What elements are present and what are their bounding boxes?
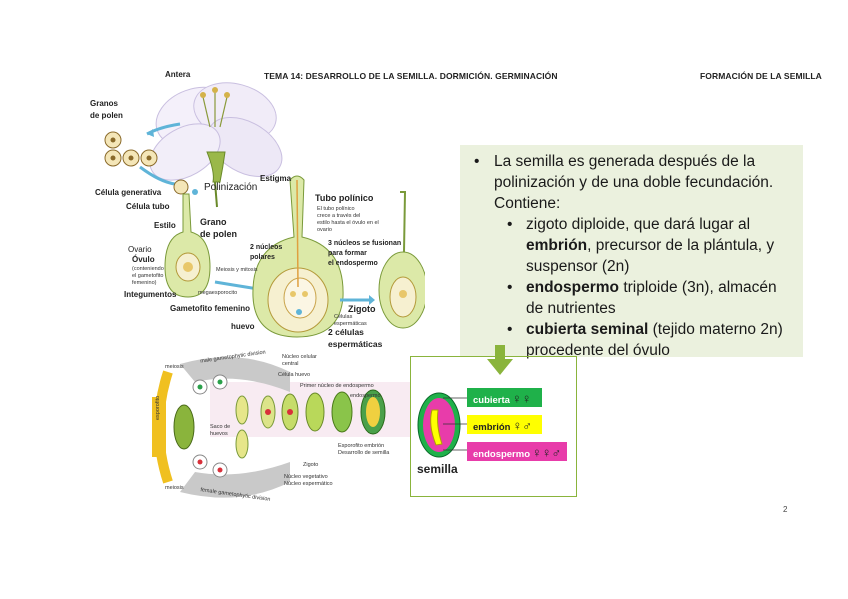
label-celula-generativa: Célula generativa [95,188,162,197]
tag-embrion: embrión♀♂ [467,415,542,434]
page-number: 2 [783,505,788,514]
label-dos-nucleos-2: polares [250,254,275,261]
list-item-zigoto: zigoto diploide, que dará lugar al embri… [502,214,795,277]
tubo-note-2: crece a través del [317,213,361,219]
nucleo-central-2: central [282,361,299,367]
flower-icon [149,82,283,208]
label-tegumentos: Integumentos [124,290,177,299]
seed-pointer-lines [443,397,467,451]
list-item-endospermo: endospermo triploide (3n), almacén de nu… [502,277,795,319]
label-ovulo: Óvulo [132,255,155,264]
ovulo-note-2: el gametofito [132,273,164,279]
seed-box [410,356,577,497]
label-zigoto: Zigoto [348,304,376,314]
ovule-icon [378,191,425,329]
tubo-note-4: ovario [317,227,332,233]
fertilization-pistil-icon [252,175,344,338]
label-gametofito: Gametofito femenino [170,304,251,313]
tag-cubierta: cubierta♀♀ [467,388,542,407]
label-celula-huevo: Célula huevo [278,372,311,378]
label-tubo-polinico: Tubo polínico [315,193,374,203]
seed-label: semilla [417,462,458,476]
esporofito-1: Esporofito embrión [338,443,385,449]
ovulo-note-1: (conteniendo [132,266,164,272]
nucleo-central-1: Núcleo celular [282,354,317,360]
label-dos-nucleos-1: 2 núcleos [250,244,283,251]
label-nucleo-espermatico: Núcleo espermático [284,481,333,487]
header-title: TEMA 14: DESARROLLO DE LA SEMILLA. DORMI… [264,71,558,81]
label-zigoto-small: Zigoto [303,462,319,468]
label-dos-celulas-1: 2 células [328,327,364,337]
label-megaesporocito: megaesporocito [198,290,238,296]
label-estigma: Estigma [260,174,292,183]
label-tres-nucleos-1: 3 núcleos se fusionan [328,240,402,247]
pollen-grains-icon [104,131,158,167]
label-dos-celulas-2: espermáticas [328,339,383,349]
label-meiosis-mitosis: Meiosis y mitosis [216,267,258,273]
label-endospermo-small: endospermo [350,393,381,399]
label-granos-2: de polen [90,111,123,120]
celulas-esp-2: espermáticas [334,321,367,327]
label-huevo: huevo [231,322,255,331]
label-tres-nucleos-2: para formar [328,250,367,257]
seed-icon [417,392,461,458]
tag-endospermo: endospermo♀♀♂ [467,442,567,461]
intro-bullet: La semilla es generada después de la pol… [470,151,795,214]
label-estilo: Estilo [154,221,176,230]
label-meiosis-bottom: meiosis [165,485,184,491]
label-primer-nucleo: Primer núcleo de endospermo [300,383,374,389]
saco-2: huevos [210,431,228,437]
label-grano-1: Grano [200,217,227,227]
label-esporofito-vert: esporofito [155,395,161,420]
life-cycle-diagram [152,357,410,498]
ovulo-note-3: femenino) [132,280,157,286]
seed-info-box: La semilla es generada después de la pol… [460,145,803,359]
pollination-illustration [104,82,425,338]
label-meiosis-top: meiosis [165,364,184,370]
list-item-cubierta: cubierta seminal (tejido materno 2n) pro… [502,319,795,361]
label-celula-tubo: Célula tubo [126,202,170,211]
celulas-esp-1: Células [334,314,353,320]
tubo-note-1: El tubo polínico [317,206,355,212]
pistil-icon [164,193,211,298]
label-tres-nucleos-3: el endospermo [328,260,378,267]
label-ovario: Ovario [128,245,152,254]
tubo-note-3: estilo hasta el óvulo en el [317,220,379,226]
label-antera: Antera [165,70,191,79]
label-polinizacion: Polinización [204,182,258,193]
label-granos-1: Granos [90,99,119,108]
header-section: FORMACIÓN DE LA SEMILLA [700,71,822,81]
down-arrow-icon [487,345,513,375]
saco-1: Saco de [210,424,231,430]
contents-list: zigoto diploide, que dará lugar al embri… [470,214,795,361]
esporofito-2: Desarrollo de semilla [338,450,390,456]
label-grano-2: de polen [200,229,238,239]
label-nucleo-vegetativo: Núcleo vegetativo [284,474,328,480]
